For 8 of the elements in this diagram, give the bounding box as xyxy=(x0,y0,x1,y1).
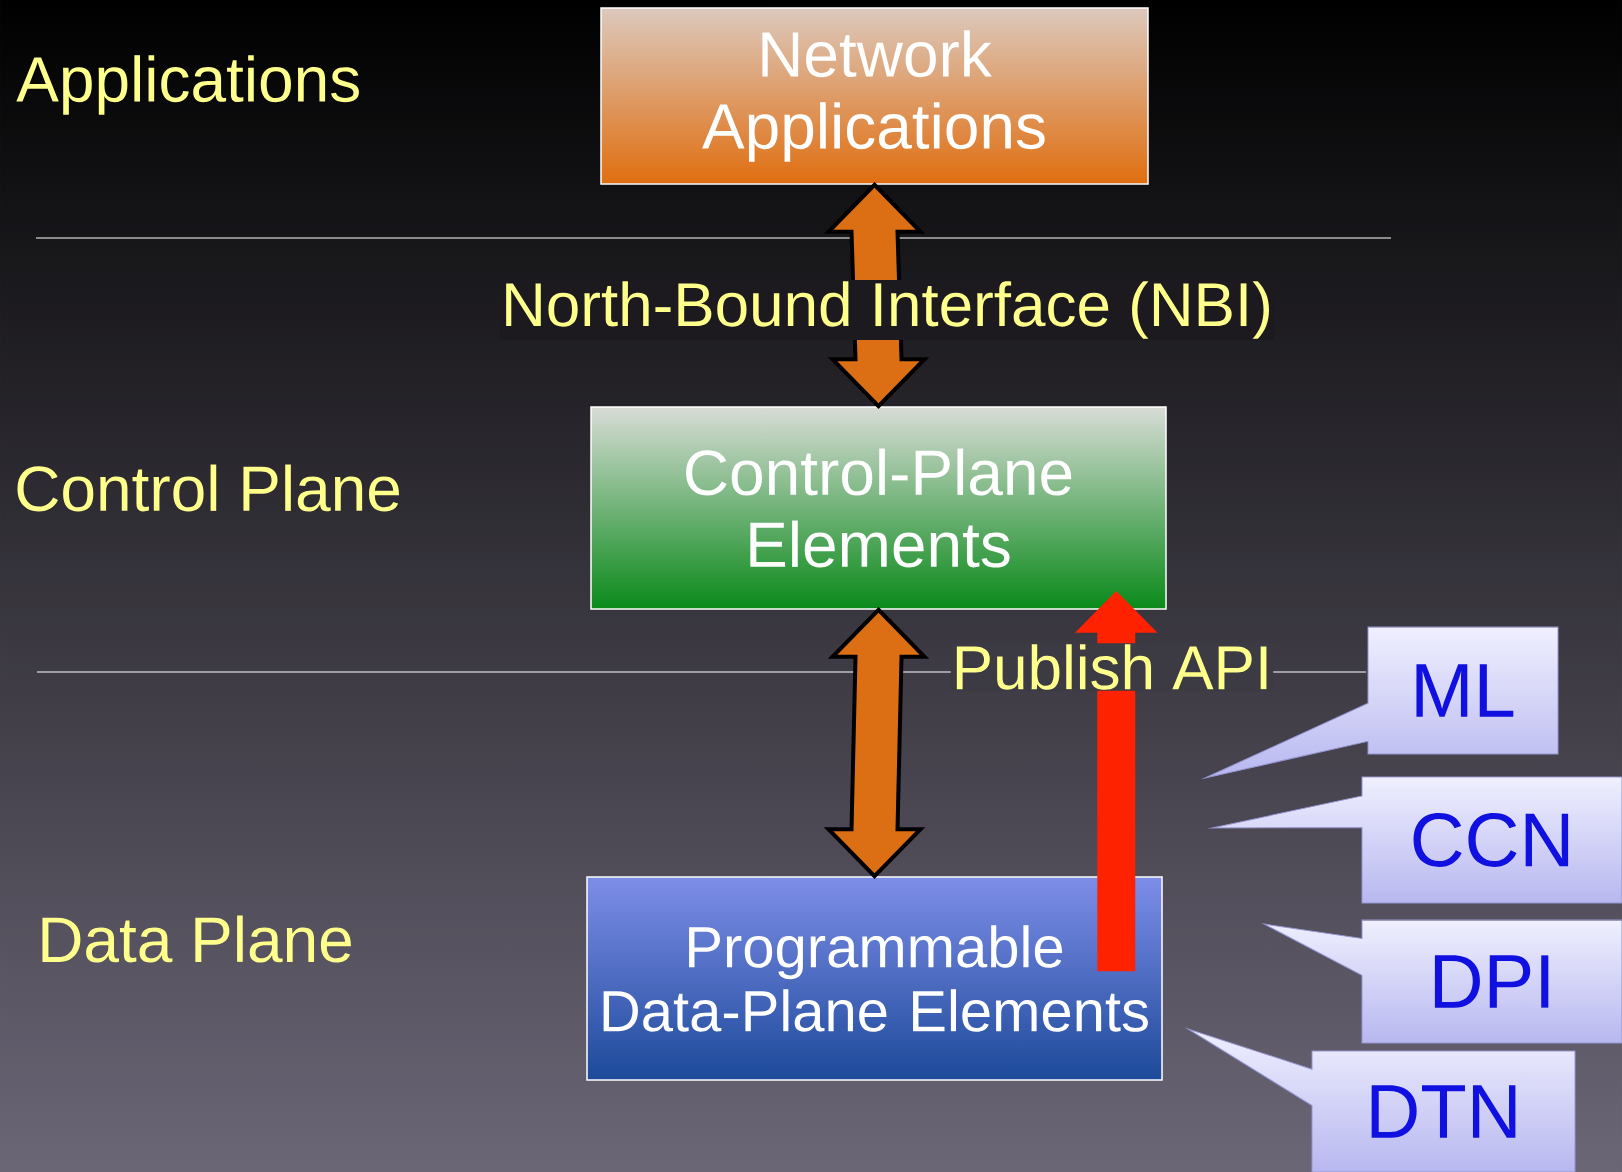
layer-label: Applications xyxy=(16,55,359,115)
layer-label: Data Plane xyxy=(42,915,351,963)
process-box: Network Applications xyxy=(600,7,1149,185)
edge-label: North-Bound Interface (NBI) xyxy=(500,280,1274,340)
process-box: Programmable Data-Plane Elements xyxy=(586,876,1163,1081)
layer-label: Control Plane xyxy=(17,464,399,512)
edge-label: Publish API xyxy=(950,643,1274,691)
process-box: Control-Plane Elements xyxy=(590,406,1167,610)
